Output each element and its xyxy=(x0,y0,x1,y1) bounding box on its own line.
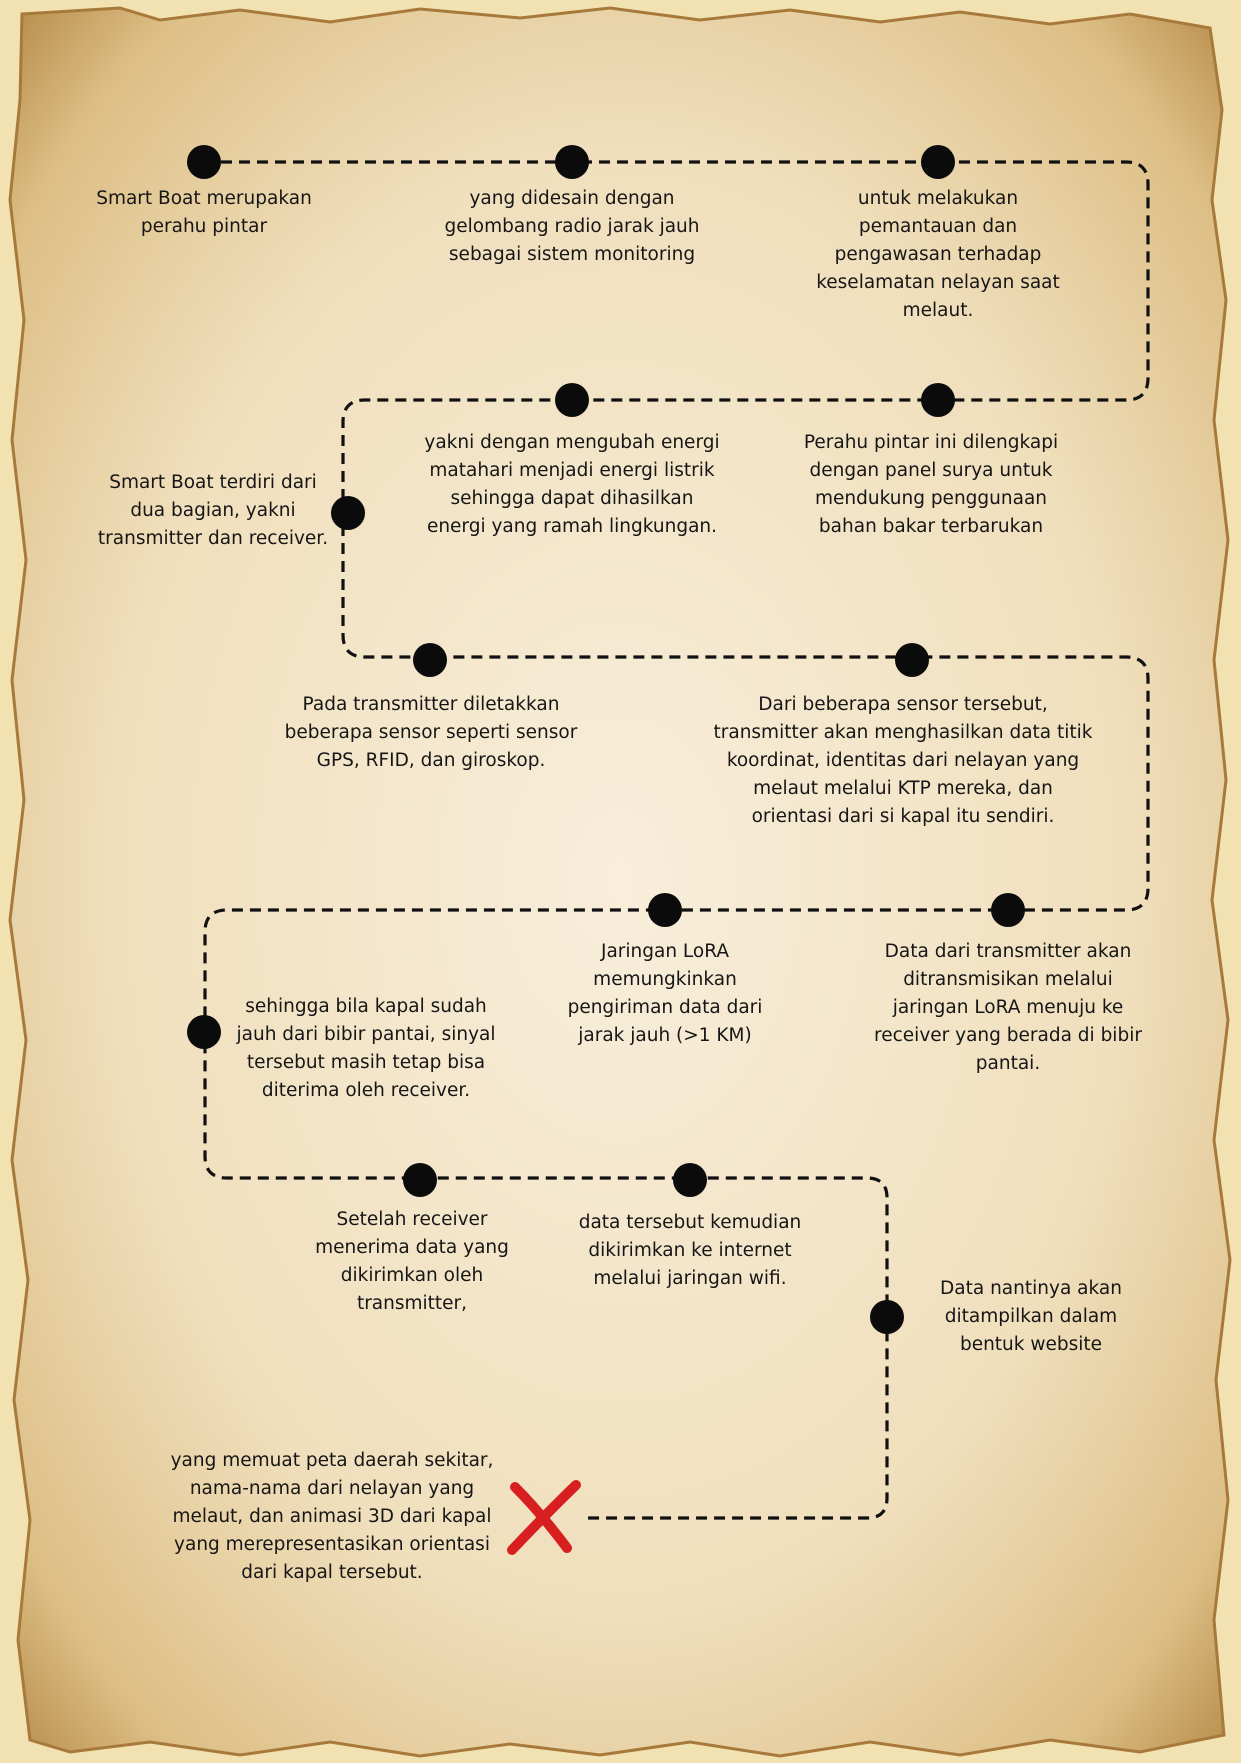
step-marker-8 xyxy=(895,643,929,677)
step-marker-13 xyxy=(673,1163,707,1197)
step-text-8: Dari beberapa sensor tersebut, transmitt… xyxy=(713,694,1093,827)
step-marker-6 xyxy=(331,496,365,530)
x-mark-icon xyxy=(507,1480,581,1555)
step-marker-2 xyxy=(555,145,589,179)
step-text-9: Data dari transmitter akan ditransmisika… xyxy=(874,941,1142,1074)
step-text-14: Data nantinya akan ditampilkan dalam ben… xyxy=(940,1278,1122,1355)
step-marker-1 xyxy=(187,145,221,179)
step-marker-3 xyxy=(921,145,955,179)
step-text-6: Smart Boat terdiri dari dua bagian, yakn… xyxy=(97,472,329,549)
step-marker-10 xyxy=(648,893,682,927)
step-text-13: data tersebut kemudian dikirimkan ke int… xyxy=(578,1212,802,1289)
step-text-11: sehingga bila kapal sudah jauh dari bibi… xyxy=(236,996,496,1101)
step-marker-7 xyxy=(413,643,447,677)
step-text-2: yang didesain dengan gelombang radio jar… xyxy=(444,188,700,265)
step-marker-14 xyxy=(870,1300,904,1334)
step-marker-5 xyxy=(555,383,589,417)
step-text-7: Pada transmitter diletakkan beberapa sen… xyxy=(284,694,578,771)
step-marker-11 xyxy=(187,1015,221,1049)
step-text-5: yakni dengan mengubah energi matahari me… xyxy=(424,432,720,537)
step-text-15: yang memuat peta daerah sekitar, nama-na… xyxy=(170,1450,494,1583)
step-marker-12 xyxy=(403,1163,437,1197)
step-text-3: untuk melakukan pemantauan dan pengawasa… xyxy=(816,188,1060,321)
step-text-12: Setelah receiver menerima data yang diki… xyxy=(315,1209,509,1314)
step-marker-9 xyxy=(991,893,1025,927)
step-text-1: Smart Boat merupakan perahu pintar xyxy=(96,188,312,237)
step-text-4: Perahu pintar ini dilengkapi dengan pane… xyxy=(803,432,1059,537)
dashed-flow-path xyxy=(203,160,1150,1520)
step-text-10: Jaringan LoRA memungkinkan pengiriman da… xyxy=(567,941,763,1046)
step-marker-4 xyxy=(921,383,955,417)
